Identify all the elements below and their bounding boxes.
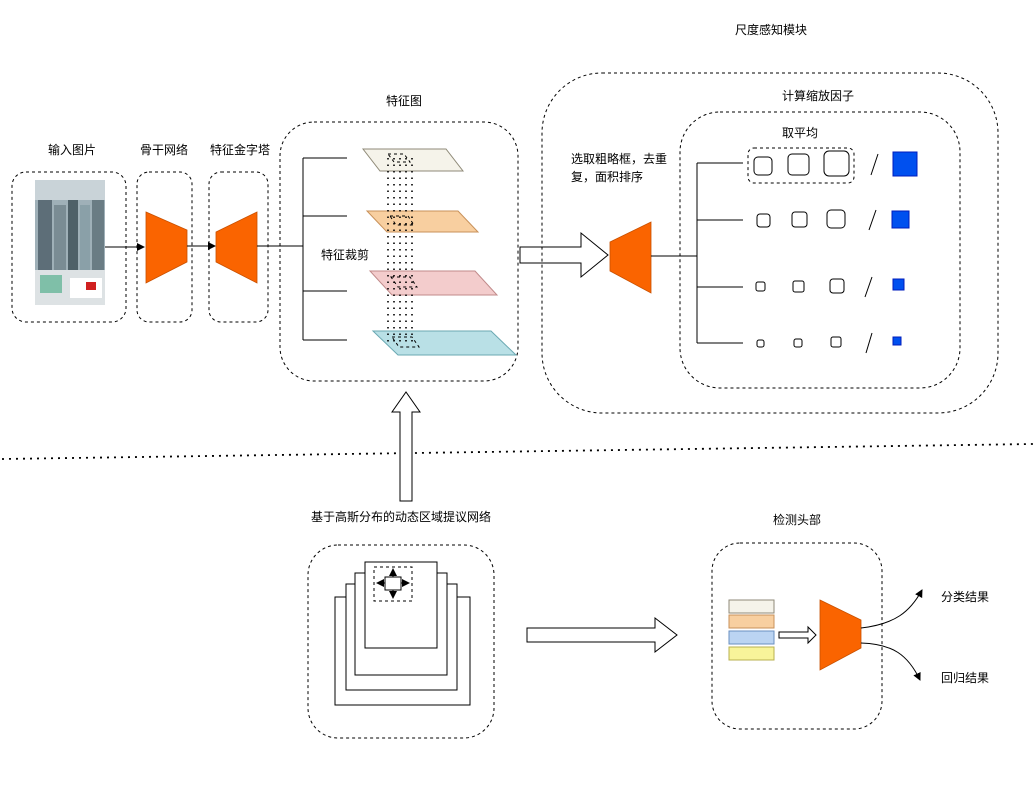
reg-result-label: 回归结果	[941, 671, 990, 685]
scale-module-label: 尺度感知模块	[734, 23, 808, 37]
compute-scale-label: 计算缩放因子	[781, 89, 855, 103]
detection-head-box	[711, 542, 883, 730]
select-boxes-label: 选取粗略框，去重复，面积排序	[571, 152, 668, 184]
feature-layer-2	[365, 210, 480, 233]
box-size-icon	[830, 336, 842, 348]
box-size-icon	[753, 156, 773, 176]
scale-bracket	[696, 162, 743, 344]
section-divider	[1, 443, 1034, 460]
compute-scale-box	[679, 111, 961, 389]
divide-slash	[870, 153, 879, 176]
feature-crop-label: 特征裁剪	[321, 248, 370, 262]
region-proposal-label: 基于高斯分布的动态区域提议网络	[310, 510, 492, 524]
box-size-icon	[791, 211, 808, 228]
feature-map-box	[279, 121, 519, 382]
box-size-icon	[756, 339, 765, 348]
arrow-proposal-to-head	[526, 616, 678, 654]
box-size-icon	[826, 209, 846, 229]
head-layer-2	[728, 614, 775, 629]
divide-slash	[865, 332, 873, 354]
box-size-icon	[755, 281, 766, 292]
arrow-layers-to-head	[778, 625, 817, 645]
divide-slash	[868, 209, 877, 231]
feature-layer-1	[361, 148, 465, 172]
detection-head-label: 检测头部	[772, 513, 822, 527]
feature-map-label: 特征图	[385, 94, 423, 108]
backbone-trapezoid	[145, 211, 188, 284]
projection-lines	[387, 158, 413, 342]
average-label: 取平均	[781, 126, 819, 140]
arrow-to-reg	[860, 642, 921, 681]
feature-layer-3	[368, 270, 499, 296]
input-image-label: 输入图片	[47, 143, 97, 157]
average-box	[747, 147, 855, 184]
box-size-icon	[792, 280, 805, 293]
input-photo	[35, 180, 105, 305]
fpn-box	[208, 171, 269, 323]
crop-boxes	[387, 153, 420, 348]
feature-bracket	[302, 157, 347, 341]
scale-module-box	[541, 72, 999, 414]
backbone-label: 骨干网络	[139, 143, 189, 157]
feature-layer-4	[371, 330, 518, 356]
region-proposal-box	[307, 544, 495, 739]
box-size-icon	[829, 278, 845, 294]
head-layer-1	[728, 599, 775, 614]
divide-slash	[864, 276, 873, 298]
box-size-icon	[756, 213, 771, 228]
box-size-icon	[793, 338, 803, 348]
scale-factor-square	[892, 336, 902, 346]
arrow-proposal-to-feature	[391, 391, 421, 502]
scale-factor-square	[892, 278, 905, 291]
cls-result-label: 分类结果	[941, 590, 990, 604]
head-layer-3	[728, 630, 775, 645]
nested-windows	[334, 561, 471, 706]
fpn-trapezoid	[215, 211, 258, 284]
scale-trapezoid	[609, 221, 652, 294]
arrow-to-cls	[860, 589, 923, 629]
box-size-icon	[823, 150, 850, 177]
arrow-feature-to-scale	[519, 231, 609, 279]
head-trapezoid	[819, 599, 862, 671]
box-size-icon	[787, 153, 810, 176]
fpn-label: 特征金字塔	[209, 143, 271, 157]
scale-factor-square	[891, 210, 910, 229]
scale-factor-square	[892, 151, 918, 177]
head-layer-4	[728, 646, 775, 661]
